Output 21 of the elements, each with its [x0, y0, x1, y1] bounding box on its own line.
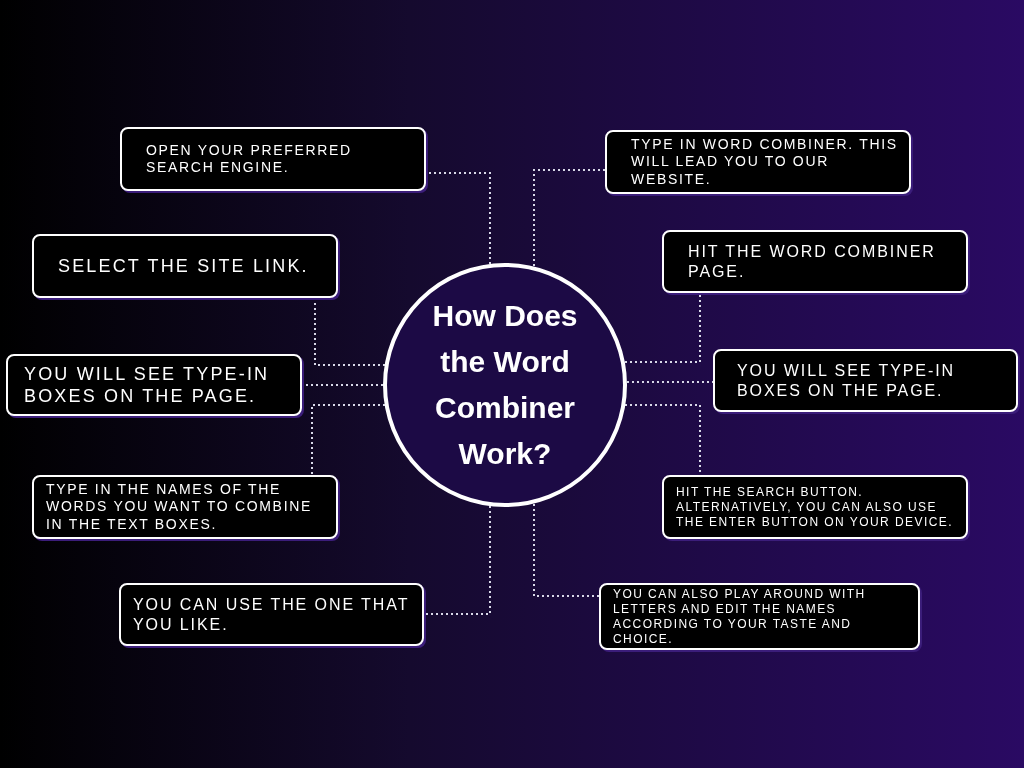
step-text: YOU CAN ALSO PLAY AROUND WITH LETTERS AND EDIT THE NAMES ACCORDING TO YOUR TASTE AND CHOICE.	[613, 586, 867, 647]
step-box	[32, 475, 338, 539]
step-text: OPEN YOUR PREFERRED SEARCH ENGINE.	[146, 141, 353, 177]
step-box	[6, 354, 302, 416]
step-text: YOU WILL SEE TYPE-IN BOXES ON THE PAGE.	[737, 360, 956, 401]
step-text: TYPE IN THE NAMES OF THE WORDS YOU WANT TO COMBINE IN THE TEXT BOXES.	[46, 480, 314, 534]
title: How Does the Word Combiner Work?	[431, 298, 579, 472]
step-box	[32, 234, 338, 298]
step-box	[662, 230, 968, 293]
step-box	[119, 583, 424, 646]
step-box	[120, 127, 426, 191]
step-text: TYPE IN WORD COMBINER. THIS WILL LEAD YOU TO OUR WEBSITE.	[631, 135, 899, 189]
step-text: HIT THE WORD COMBINER PAGE.	[688, 241, 937, 282]
step-box	[599, 583, 920, 650]
step-text: YOU CAN USE THE ONE THAT YOU LIKE.	[133, 594, 411, 635]
step-box	[713, 349, 1018, 412]
step-text: HIT THE SEARCH BUTTON. ALTERNATIVELY, YOU CAN ALSO USE THE ENTER BUTTON ON YOUR DEVICE.	[676, 484, 954, 530]
step-text: SELECT THE SITE LINK.	[58, 254, 310, 278]
step-box	[605, 130, 911, 194]
step-box	[662, 475, 968, 539]
step-text: YOU WILL SEE TYPE-IN BOXES ON THE PAGE.	[24, 362, 271, 408]
